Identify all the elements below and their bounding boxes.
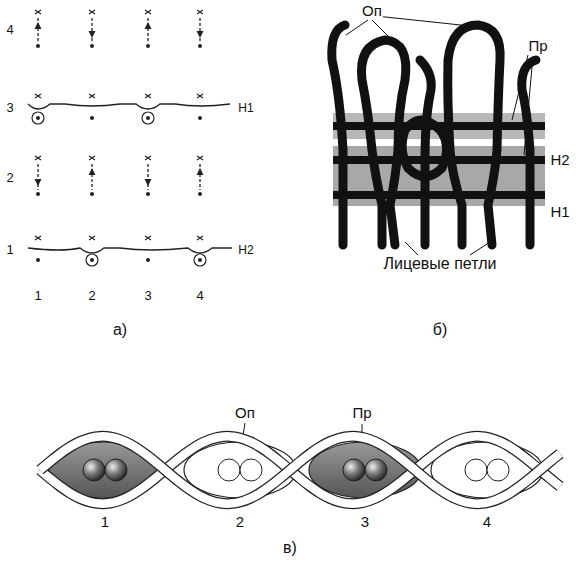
part-label: Оп: [361, 3, 383, 19]
leader-line: [240, 16, 533, 490]
column-number: 4: [195, 289, 204, 303]
part-label: Н1: [549, 204, 570, 220]
column-number: 2: [87, 289, 96, 303]
thread-label: Н2: [237, 244, 254, 257]
row-number: 1: [5, 243, 14, 257]
column-number: 3: [360, 514, 370, 530]
panel-letter: б): [432, 322, 449, 339]
panel-letter: а): [112, 322, 128, 339]
thread-row: [28, 104, 232, 253]
part-label: Пр: [351, 405, 372, 421]
column-number: 2: [235, 514, 245, 530]
part-label: Лицевые петли: [383, 256, 498, 273]
thread-label: Н1: [237, 102, 254, 115]
part-label: Оп: [234, 405, 256, 421]
column-number: 3: [143, 289, 152, 303]
panel-letter: в): [282, 540, 298, 557]
row-number: 4: [5, 23, 14, 37]
column-number: 4: [482, 514, 492, 530]
column-number: 1: [33, 289, 42, 303]
part-label: Н2: [549, 152, 570, 168]
column-number: 1: [100, 514, 110, 530]
part-label: Пр: [527, 38, 548, 54]
row-number: 2: [5, 171, 14, 185]
knitted-loops: [332, 25, 536, 245]
loop-cross-section: [40, 436, 560, 503]
needle-symbols: [32, 10, 206, 266]
row-number: 3: [5, 101, 14, 115]
fabric-band: [333, 113, 545, 206]
weft-thread: [333, 126, 545, 195]
